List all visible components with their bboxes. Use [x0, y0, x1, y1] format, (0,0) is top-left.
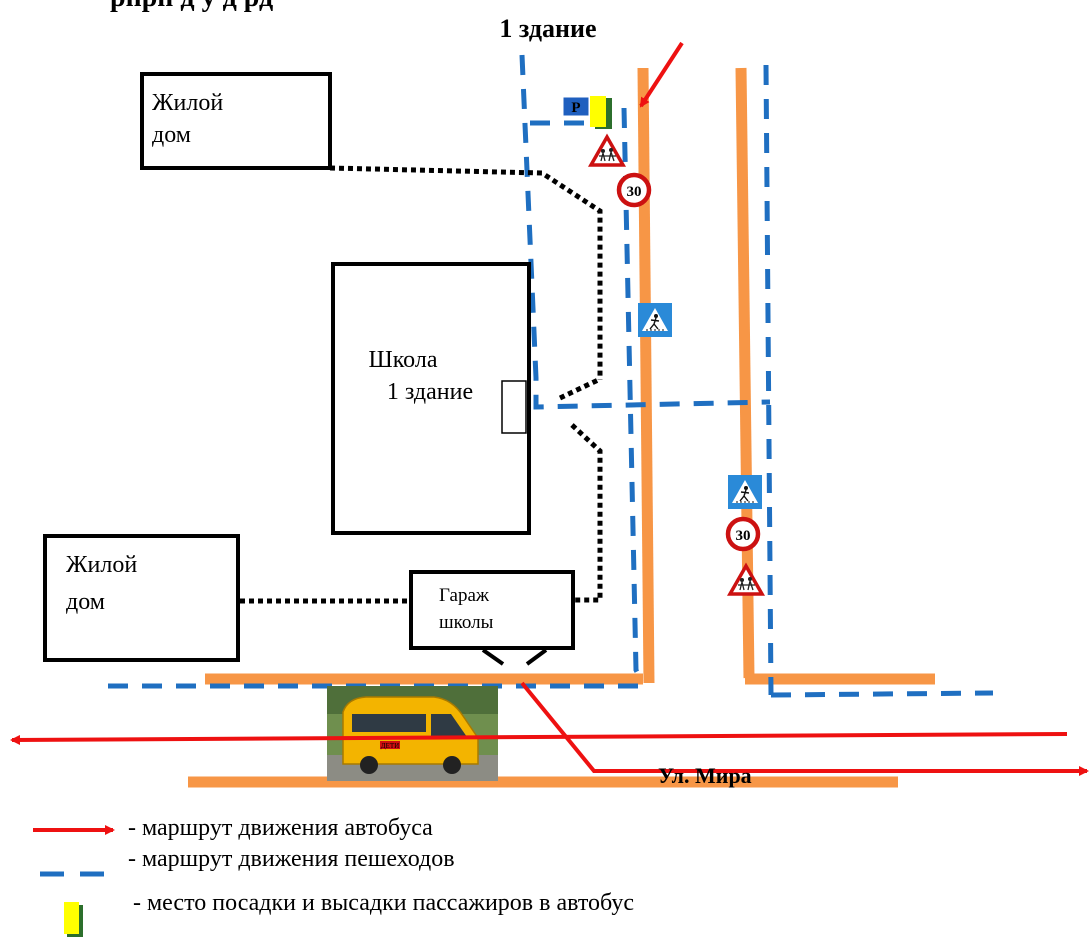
- house-top: Жилой дом: [140, 72, 332, 170]
- children-sign-right: [728, 564, 764, 596]
- pedestrian-route-center-vertical: [621, 107, 646, 685]
- walkways: [240, 165, 603, 604]
- walkway-school-entrance-bottom: [570, 423, 603, 603]
- crossing-sign-right: [727, 474, 763, 510]
- house-bottom-label-1: Жилой: [66, 552, 137, 578]
- crossing-sign-top: [637, 302, 673, 338]
- school-garage: Гараж школы: [409, 570, 575, 666]
- school-label-2: 1 здание: [387, 379, 473, 405]
- speed-limit-top-label: 30: [627, 184, 642, 200]
- children-sign-top: [589, 135, 625, 167]
- title-line-2: 1 здание: [499, 14, 596, 43]
- pedestrian-route-right-vertical: [763, 64, 774, 696]
- road-center-vertical: [637, 67, 655, 684]
- roads: [188, 67, 935, 788]
- legend-boarding-label: - место посадки и высадки пассажиров в а…: [133, 890, 634, 916]
- speed-limit-right-label: 30: [736, 528, 751, 544]
- speed-limit-sign-top: 30: [616, 172, 652, 208]
- house-bottom-label-2: дом: [66, 589, 105, 615]
- house-top-label-1: Жилой: [152, 90, 223, 116]
- school-label-1: Школа: [369, 347, 438, 373]
- house-bottom: Жилой дом: [43, 534, 240, 662]
- school-building: Школа 1 здание: [331, 262, 531, 535]
- walkway-house-top: [329, 165, 603, 380]
- street-name: Ул. Мира: [658, 763, 752, 788]
- bus-sign-label: ДЕТИ: [381, 742, 399, 750]
- speed-limit-sign-right: 30: [725, 516, 761, 552]
- bus-route-departure: [520, 681, 1089, 776]
- parking-sign-label: P: [571, 100, 580, 116]
- boarding-place-marker: [590, 96, 612, 129]
- legend-symbols: [33, 825, 118, 937]
- parking-sign: P: [562, 96, 590, 117]
- bus-route-arrival: [639, 41, 684, 108]
- bus-route-street-westbound: [10, 732, 1068, 745]
- bus-routes: [10, 41, 1089, 776]
- pedestrian-routes: [108, 54, 994, 698]
- pedestrian-route-bottom-right: [770, 690, 994, 698]
- school-entrance: [501, 380, 527, 434]
- legend-bus-route-label: - маршрут движения автобуса: [128, 815, 433, 841]
- walkway-school-entrance-top: [558, 377, 600, 401]
- garage-label-1: Гараж: [439, 585, 490, 606]
- legend-boarding-symbol: [64, 902, 79, 934]
- house-top-label-2: дом: [152, 122, 191, 148]
- garage-label-2: школы: [439, 612, 494, 633]
- school-bus-image: ДЕТИ: [327, 686, 498, 781]
- title-line-1: рпрп д у д рд: [110, 0, 273, 13]
- legend-pedestrian-route-label: - маршрут движения пешеходов: [128, 846, 455, 872]
- garage-driveway: [481, 648, 548, 666]
